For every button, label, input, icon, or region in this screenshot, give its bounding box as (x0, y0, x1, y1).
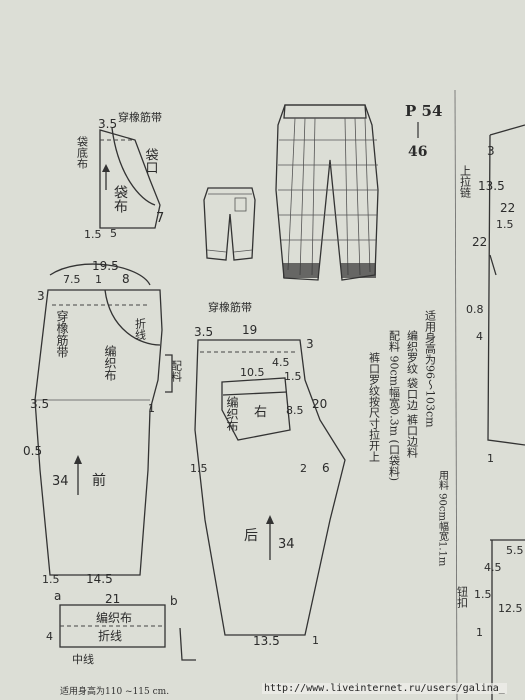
watermark-url[interactable]: http://www.liveinternet.ru/users/galina_ (262, 683, 507, 694)
right-m-55: 5.5 (506, 544, 524, 557)
back-label-right: 右 (254, 405, 267, 420)
pocket-piece: 3.5 穿橡筋带 袋底布 袋口 袋布 7 1.5 5 (76, 110, 165, 241)
pocket-m-35: 3.5 (98, 117, 117, 131)
page-subcode: 46 (408, 144, 427, 160)
front-m-75: 7.5 (63, 273, 81, 286)
back-m-85: 8.5 (286, 404, 304, 417)
front-label-knit: 编织布 (103, 344, 117, 382)
front-m-1: 1 (95, 273, 102, 286)
front-m-8: 8 (122, 272, 130, 286)
right-m-15: 1.5 (496, 218, 514, 231)
back-m-6: 6 (322, 461, 330, 475)
front-label-trim: 配料 (170, 360, 183, 383)
back-label-band: 穿橡筋带 (208, 300, 252, 314)
notes-col3: 配料 90cm幅宽0.3m (口袋料) (388, 330, 401, 481)
front-m-35: 3.5 (30, 397, 49, 411)
front-m-145: 14.5 (86, 572, 113, 586)
cuff-m-4: 4 (46, 630, 53, 643)
pocket-label-side: 袋底布 (76, 135, 89, 170)
right-edge-piece: 3 上拉链 13.5 22 1.5 22 0.8 4 1 5.5 4.5 钮扣 … (456, 124, 525, 700)
front-m-1b: 1 (148, 402, 155, 415)
right-m-1b: 1 (476, 626, 483, 639)
pocket-m-15: 1.5 (84, 228, 102, 241)
back-m-3: 3 (306, 337, 314, 351)
right-m-15b: 1.5 (474, 588, 492, 601)
front-m-05: 0.5 (23, 444, 42, 458)
plaid-pants-sketch (275, 104, 379, 281)
back-m-35: 3.5 (194, 325, 213, 339)
cuff-label-knit: 编织布 (96, 610, 132, 625)
right-m-45: 4.5 (484, 561, 502, 574)
back-m-19: 19 (242, 323, 257, 337)
front-m-3: 3 (37, 289, 45, 303)
page-caption: 适用身高为110 ~115 cm. (60, 687, 170, 697)
right-label-zip: 上拉链 (459, 165, 472, 198)
back-piece: 穿橡筋带 3.5 19 3 10.5 4.5 1.5 8.5 编织布 右 20 … (190, 300, 346, 648)
cuff-label-center: 中线 (72, 652, 94, 666)
back-m-20: 20 (312, 397, 327, 411)
front-m-15: 1.5 (42, 573, 60, 586)
right-m-3: 3 (487, 144, 495, 158)
notes-col5: 用料 90cm幅宽1.1m (437, 470, 449, 567)
front-m-34: 34 (52, 474, 69, 489)
notes-col4: 裤口罗纹按尺寸拉开上 (368, 351, 381, 462)
back-m-45: 4.5 (272, 356, 290, 369)
right-label-trim: 钮扣 (456, 585, 469, 609)
pocket-label-cloth: 袋布 (112, 185, 128, 213)
right-m-135: 13.5 (478, 179, 505, 193)
pocket-m-7: 7 (156, 211, 164, 226)
pocket-m-5: 5 (110, 227, 117, 240)
back-m-105: 10.5 (240, 366, 265, 379)
right-m-22b: 22 (472, 235, 487, 249)
cuff-m-b: b (170, 594, 178, 608)
notes-block: 适用身高为96～103cm 编织罗纹 袋口边 裤口边料 配料 90cm幅宽0.3… (368, 310, 449, 567)
pocket-label-band: 穿橡筋带 (118, 110, 162, 124)
cuff-m-21: 21 (105, 592, 120, 606)
pocket-label-mouth: 袋口 (143, 148, 159, 174)
notes-col1: 适用身高为96～103cm (424, 310, 437, 428)
cuff-m-a: a (54, 589, 61, 603)
notes-col2: 编织罗纹 袋口边 裤口边料 (406, 329, 419, 459)
cuff-band: a 21 b 编织布 折线 4 中线 (46, 589, 196, 666)
front-label-front: 前 (92, 472, 106, 489)
front-piece: 19.5 3 7.5 1 8 穿橡筋带 编织布 折线 配料 3.5 0.5 34… (23, 259, 183, 586)
right-m-125: 12.5 (498, 602, 523, 615)
back-m-1: 1 (312, 634, 319, 647)
back-m-15a: 1.5 (284, 370, 302, 383)
back-m-2: 2 (300, 462, 307, 475)
back-label-back: 后 (244, 528, 258, 544)
front-label-band: 穿橡筋带 (55, 309, 69, 358)
back-m-34: 34 (278, 537, 295, 552)
shorts-sketch (203, 187, 256, 261)
back-m-135: 13.5 (253, 634, 280, 648)
right-m-08: 0.8 (466, 303, 484, 316)
right-m-22: 22 (500, 201, 515, 215)
cuff-label-fold: 折线 (98, 628, 122, 643)
front-m-195: 19.5 (92, 259, 119, 273)
front-label-fold: 折线 (134, 317, 147, 340)
right-m-1: 1 (487, 452, 494, 465)
right-m-4: 4 (476, 330, 483, 343)
page-code: P 54 (405, 102, 442, 120)
back-m-15: 1.5 (190, 462, 208, 475)
back-label-knit: 编织布 (225, 395, 239, 433)
